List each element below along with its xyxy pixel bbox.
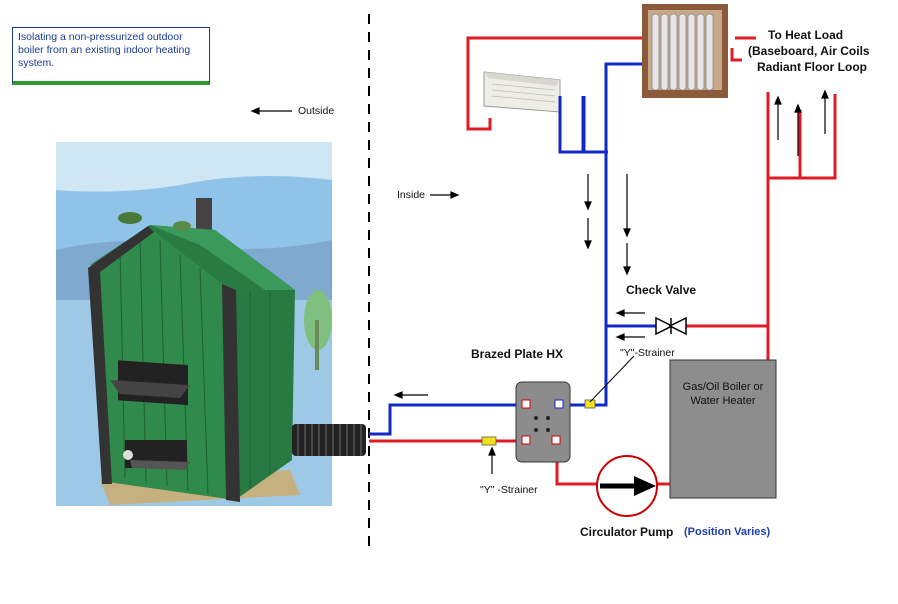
- baseboard-heater: [483, 71, 561, 113]
- radiator: [642, 4, 728, 98]
- brazed-plate-hx-label: Brazed Plate HX: [471, 347, 564, 361]
- brazed-plate-heat-exchanger: [515, 381, 571, 463]
- y-strainer-bottom-label: "Y" -Strainer: [480, 484, 538, 496]
- heat-load-label-line1: To Heat Load: [768, 28, 844, 42]
- inside-label: Inside: [397, 189, 426, 201]
- heat-load-label-line2: (Baseboard, Air Coils: [748, 44, 870, 58]
- cold-return-piping: [369, 62, 656, 436]
- circulator-pump: [596, 455, 658, 517]
- indoor-boiler-label-line1: Gas/Oil Boiler or: [682, 381, 764, 393]
- outdoor-boiler-illustration: [56, 142, 332, 506]
- indoor-boiler-label-line2: Water Heater: [690, 395, 756, 407]
- position-varies-label: (Position Varies): [684, 526, 771, 538]
- outside-label: Outside: [298, 105, 335, 117]
- flow-arrows: [250, 89, 829, 474]
- y-strainer-bottom: [481, 436, 497, 446]
- hot-supply-piping: [369, 36, 837, 486]
- y-strainer-top-pointer: [589, 355, 635, 403]
- heat-load-label-line3: Radiant Floor Loop: [757, 60, 867, 74]
- indoor-boiler-label: Gas/Oil Boiler or Water Heater: [670, 380, 776, 408]
- indoor-boiler-box: [669, 359, 777, 499]
- y-strainer-top: [584, 399, 596, 409]
- check-valve-symbol: [655, 316, 687, 336]
- y-strainer-top-label: "Y"-Strainer: [620, 347, 675, 359]
- diagram-caption: Isolating a non-pressurized outdoor boil…: [12, 27, 210, 85]
- insulated-flex-pipe: [292, 424, 366, 456]
- circulator-pump-label: Circulator Pump: [580, 525, 674, 539]
- check-valve-label: Check Valve: [626, 283, 697, 297]
